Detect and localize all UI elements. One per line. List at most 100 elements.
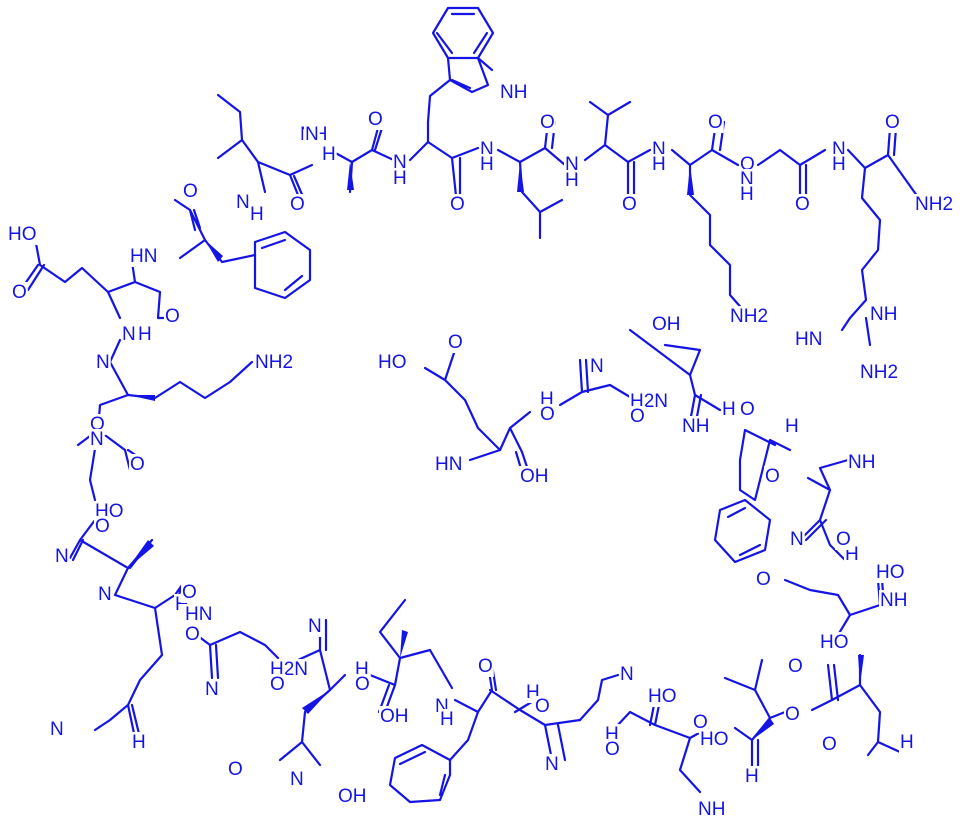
atom-label: O bbox=[228, 759, 243, 780]
label-background bbox=[227, 759, 244, 780]
atom-label: H bbox=[785, 416, 799, 437]
label-background bbox=[249, 204, 265, 225]
atom-label: HN bbox=[185, 604, 212, 625]
label-background bbox=[499, 82, 529, 103]
atom-label: HO bbox=[820, 632, 849, 653]
atom-label: H bbox=[132, 732, 146, 753]
label-background bbox=[784, 416, 800, 437]
label-background bbox=[784, 704, 801, 725]
atom-label: OH bbox=[652, 314, 681, 335]
label-background bbox=[721, 399, 737, 420]
label-background bbox=[181, 582, 198, 603]
label-background bbox=[699, 729, 730, 750]
label-background bbox=[739, 399, 756, 420]
label-background bbox=[94, 516, 111, 537]
label-background bbox=[794, 194, 811, 215]
label-background bbox=[604, 739, 621, 760]
atom-label: HO bbox=[876, 562, 905, 583]
atom-label: O bbox=[448, 332, 463, 353]
label-background bbox=[204, 679, 220, 700]
label-background bbox=[89, 429, 105, 450]
label-background bbox=[95, 352, 111, 373]
label-background bbox=[392, 168, 408, 189]
label-background bbox=[307, 616, 323, 637]
label-background bbox=[869, 304, 899, 325]
label-background bbox=[121, 324, 137, 345]
label-background bbox=[787, 656, 804, 677]
label-background bbox=[899, 732, 915, 753]
label-background bbox=[477, 656, 494, 677]
atom-label: N bbox=[55, 546, 69, 567]
label-background bbox=[11, 282, 28, 303]
atom-label: H bbox=[138, 324, 152, 345]
label-background bbox=[914, 194, 955, 215]
atom-label: O bbox=[540, 404, 555, 425]
atom-label: O bbox=[765, 466, 780, 487]
label-background bbox=[619, 664, 635, 685]
atom-label: HN bbox=[435, 454, 462, 475]
atom-label: O bbox=[756, 569, 771, 590]
label-background bbox=[54, 546, 70, 567]
atom-label: O bbox=[450, 194, 465, 215]
atom-label: O bbox=[182, 582, 197, 603]
atom-label: NH2 bbox=[255, 352, 293, 373]
atom-label: H bbox=[900, 732, 914, 753]
atom-label: N bbox=[290, 769, 304, 790]
atom-label: N bbox=[305, 124, 319, 145]
label-background bbox=[647, 686, 678, 707]
label-background bbox=[651, 314, 682, 335]
label-background bbox=[304, 124, 320, 145]
label-background bbox=[184, 604, 214, 625]
atom-label: HO bbox=[8, 224, 37, 245]
atom-label: OH bbox=[520, 466, 549, 487]
atom-label: O bbox=[693, 712, 708, 733]
atom-label: O bbox=[185, 624, 200, 645]
atom-label: N bbox=[620, 664, 634, 685]
label-background bbox=[544, 754, 560, 775]
atom-label: N bbox=[98, 584, 112, 605]
label-background bbox=[794, 329, 824, 350]
label-background bbox=[539, 112, 556, 133]
atom-label: O bbox=[95, 516, 110, 537]
label-background bbox=[884, 112, 901, 133]
atom-label: O bbox=[836, 529, 851, 550]
label-background bbox=[129, 246, 159, 267]
label-background bbox=[479, 154, 495, 175]
bond-lines bbox=[20, 6, 922, 804]
atom-label: H bbox=[722, 399, 736, 420]
label-background bbox=[835, 529, 852, 550]
label-background bbox=[707, 112, 724, 133]
atom-label: N bbox=[545, 754, 559, 775]
label-background bbox=[131, 732, 147, 753]
atom-label: O bbox=[290, 194, 305, 215]
atom-label: O bbox=[885, 112, 900, 133]
label-background bbox=[831, 154, 847, 175]
stereo-wedges bbox=[128, 162, 864, 740]
label-background bbox=[182, 181, 199, 202]
label-background bbox=[49, 719, 65, 740]
atom-label: H bbox=[322, 144, 336, 165]
atom-label: N bbox=[205, 679, 219, 700]
atom-label: HO bbox=[700, 729, 729, 750]
label-background bbox=[137, 324, 153, 345]
label-background bbox=[439, 709, 455, 730]
atom-label: N bbox=[90, 429, 104, 450]
label-background bbox=[377, 352, 408, 373]
atom-label: O bbox=[130, 454, 145, 475]
atom-label: NH2 bbox=[915, 194, 953, 215]
atom-label: NH bbox=[848, 452, 875, 473]
atom-label: N bbox=[790, 529, 804, 550]
atom-label: N bbox=[96, 352, 110, 373]
atom-label: O bbox=[740, 399, 755, 420]
atom-labels: NH O NH N H O N H O N H O N H O N H O N … bbox=[7, 82, 955, 820]
label-background bbox=[97, 584, 113, 605]
label-background bbox=[821, 734, 838, 755]
atom-label: O bbox=[535, 696, 550, 717]
label-background bbox=[755, 569, 772, 590]
atom-label: H bbox=[393, 168, 407, 189]
label-background bbox=[534, 696, 551, 717]
label-background bbox=[879, 590, 909, 611]
atom-label: O bbox=[183, 181, 198, 202]
label-background bbox=[367, 109, 384, 130]
atom-label: HN bbox=[130, 246, 157, 267]
